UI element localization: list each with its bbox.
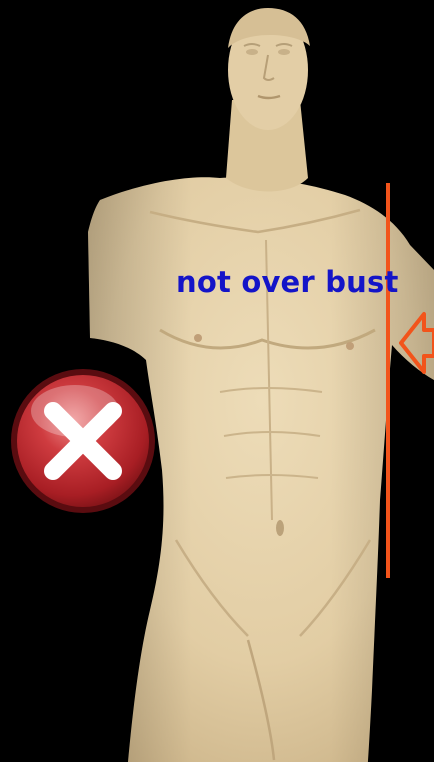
caption-label: not over bust <box>176 268 399 297</box>
nipple-right <box>346 342 354 350</box>
navel <box>276 520 284 536</box>
arrow-outline <box>401 314 434 372</box>
arrow-left-icon <box>398 308 434 378</box>
eye-right <box>278 49 290 55</box>
nipple-left <box>194 334 202 342</box>
measurement-line <box>386 183 390 578</box>
x-mark-icon <box>9 367 157 515</box>
eye-left <box>246 49 258 55</box>
